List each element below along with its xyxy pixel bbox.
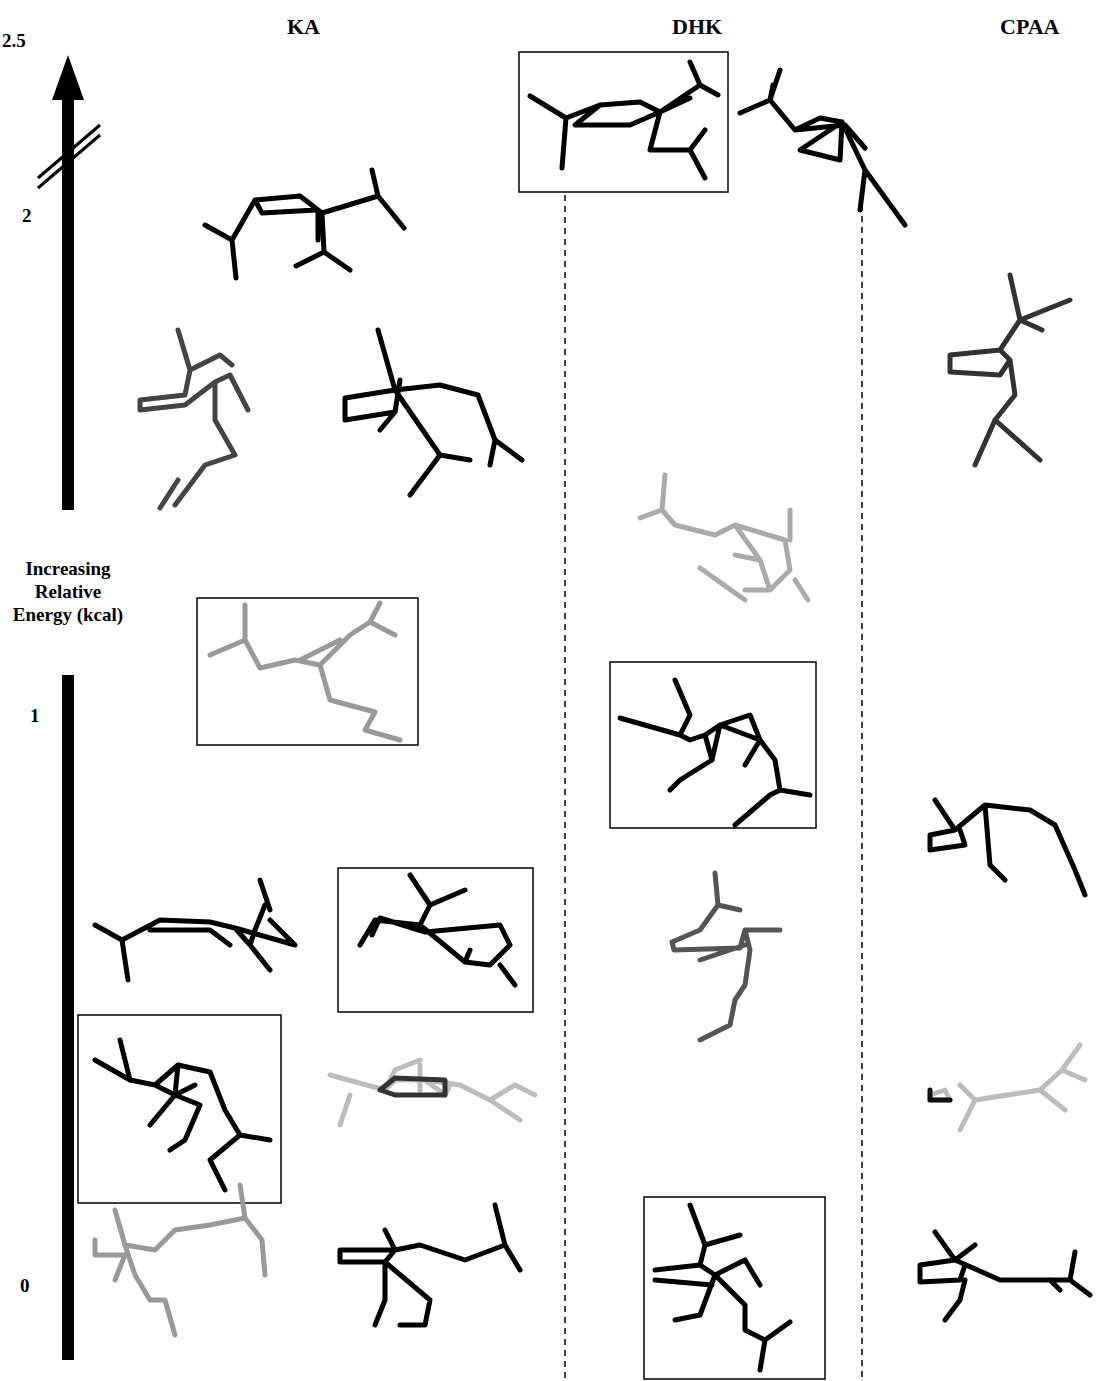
column-heading: KA [287,14,320,40]
column-divider [565,195,862,1381]
axis-title: Increasing Relative Energy (kcal) [12,558,124,626]
column-heading: CPAA [1000,14,1059,40]
highlight-box [78,52,825,1379]
axis-tick-label: 1 [30,705,40,727]
energy-axis [38,55,100,1360]
axis-tick-label: 2.5 [2,30,26,52]
column-heading: DHK [672,14,722,40]
axis-tick-label: 0 [20,1275,30,1297]
axis-tick-label: 2 [22,205,32,227]
molecule-sticks [95,62,1090,1370]
